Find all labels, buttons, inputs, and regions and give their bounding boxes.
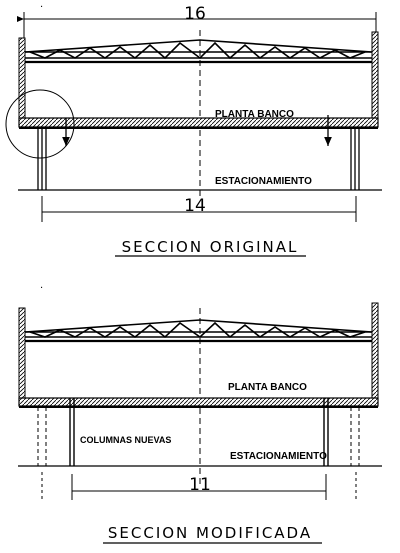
roof-truss (24, 39, 373, 64)
original-section: 16 . PLAN (5, 0, 382, 257)
label-parking: ESTACIONAMIENTO (215, 176, 312, 187)
bottom-dimension-value-2: 11 (189, 475, 211, 495)
original-columns (37, 128, 360, 190)
detail-circle (5, 89, 75, 159)
title-original: SECCION ORIGINAL (122, 238, 299, 256)
label-parking-2: ESTACIONAMIENTO (230, 451, 327, 462)
removed-columns (37, 407, 360, 466)
label-new-columns: COLUMNAS NUEVAS (80, 435, 171, 445)
left-upper-wall (18, 37, 26, 121)
modified-section: . PLANTA BANCO COLUMNAS N (18, 280, 382, 544)
title-modified: SECCION MODIFICADA (108, 524, 312, 542)
bottom-dimension-2 (41, 472, 357, 500)
floor-slab (18, 117, 379, 128)
bottom-dimension (41, 196, 357, 222)
label-bank-floor-2: PLANTA BANCO (228, 382, 307, 393)
dot-mark-2: . (40, 280, 43, 291)
new-columns (69, 398, 329, 466)
top-dimension-value: 16 (184, 4, 206, 24)
dot-mark: . (40, 0, 43, 10)
right-upper-wall-2 (371, 302, 379, 401)
roof-truss-2 (24, 319, 373, 343)
bottom-dimension-value: 14 (184, 196, 206, 216)
left-upper-wall-2 (18, 307, 26, 401)
right-upper-wall (371, 31, 379, 121)
top-dimension (17, 12, 377, 40)
label-bank-floor: PLANTA BANCO (215, 109, 294, 120)
